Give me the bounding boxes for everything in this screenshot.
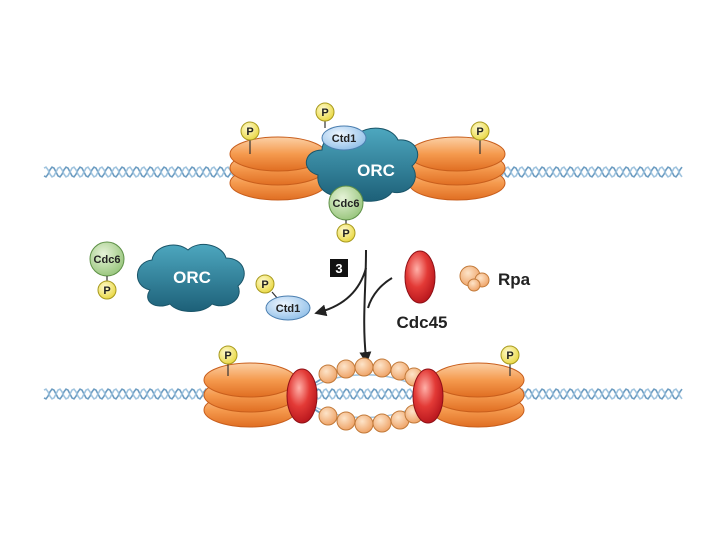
cdc45-label: Cdc45 xyxy=(396,313,447,332)
cdc6-top: Cdc6 P xyxy=(328,185,364,243)
phosphate-mcm-left-bottom: P xyxy=(218,345,238,376)
rpa-bead xyxy=(354,414,374,434)
cdc6-released: Cdc6 P xyxy=(89,241,125,300)
reaction-arrows xyxy=(314,249,393,364)
phosphate-label: P xyxy=(261,279,268,291)
rpa-bead xyxy=(318,364,338,384)
rpa-bead xyxy=(336,411,356,431)
rpa-bead xyxy=(354,357,374,377)
orc-mid-label: ORC xyxy=(173,268,211,287)
dna-helix-bottom xyxy=(43,388,683,400)
mcm-stack-left-bottom xyxy=(203,362,297,428)
orc-released: ORC xyxy=(137,243,245,312)
phosphate-mcm-left-top: P xyxy=(240,121,260,154)
phosphate-mcm-right-top: P xyxy=(470,121,490,154)
rpa-bead xyxy=(318,406,338,426)
cdc45-bound-right xyxy=(412,368,444,424)
main-down-arrow xyxy=(359,249,372,364)
phosphate-label: P xyxy=(476,126,483,138)
release-arrow xyxy=(314,267,367,317)
ctd1-top-label: Ctd1 xyxy=(332,133,356,145)
rpa-bead xyxy=(372,413,392,433)
rpa-beads xyxy=(318,357,424,434)
rpa-label: Rpa xyxy=(498,270,531,289)
rpa-bead xyxy=(372,358,392,378)
rpa-incoming xyxy=(459,265,490,292)
ctd1-released: P Ctd1 xyxy=(255,274,311,321)
ctd1-mid-label: Ctd1 xyxy=(276,303,300,315)
phosphate-label: P xyxy=(342,228,349,240)
phosphate-label: P xyxy=(224,350,231,362)
phosphate-label: P xyxy=(321,107,328,119)
rpa-bead xyxy=(336,359,356,379)
phosphate-mcm-right-bottom: P xyxy=(500,345,520,376)
mcm-stack-right-top xyxy=(408,136,506,201)
phosphate-label: P xyxy=(506,350,513,362)
cdc6-top-label: Cdc6 xyxy=(333,198,360,210)
phosphate-label: P xyxy=(103,285,110,297)
cdc45-bound-left xyxy=(286,368,318,424)
orc-top-label: ORC xyxy=(357,161,395,180)
mcm-stack-left-top xyxy=(229,136,327,201)
phosphate-label: P xyxy=(246,126,253,138)
step-number: 3 xyxy=(335,261,342,276)
ctd1-top: P Ctd1 xyxy=(315,102,367,151)
cdc45-incoming xyxy=(404,250,436,304)
incoming-curve xyxy=(367,277,393,309)
cdc6-left-label: Cdc6 xyxy=(94,254,121,266)
step-badge: 3 xyxy=(330,259,348,277)
